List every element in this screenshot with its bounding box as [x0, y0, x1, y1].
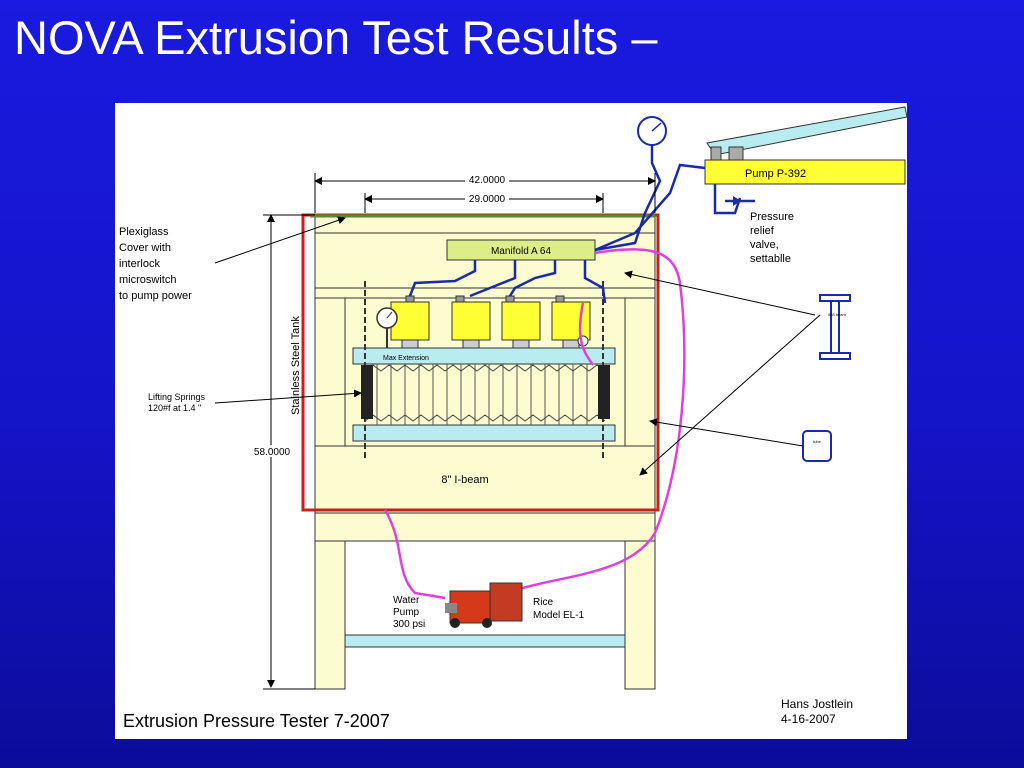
pump-p392 [704, 159, 906, 185]
frame-right-post [624, 297, 656, 447]
rice-model-label: Rice Model EL-1 [533, 597, 585, 621]
frame-base [314, 512, 656, 542]
pump-label: Pump P-392 [745, 168, 806, 180]
lower-beam [352, 424, 616, 442]
water-pump [445, 582, 523, 628]
right-spring [598, 365, 610, 419]
leader-lines [214, 216, 821, 476]
i-beam-section-icon [819, 294, 851, 360]
springs-label: Lifting Springs 120#f at 1.4 " [148, 392, 208, 413]
frame-left-post [314, 297, 346, 447]
dim-inner-width: 29.0000 [469, 194, 506, 205]
tank-label: Stainless Steel Tank [290, 316, 302, 415]
slide-title: NOVA Extrusion Test Results – [14, 11, 658, 64]
svg-text:tube: tube [813, 439, 822, 444]
bottom-shelf [344, 634, 626, 648]
i-beam [314, 445, 656, 514]
diagram-panel: Manifold A 64 Pump P-392 8x8 be [115, 103, 907, 739]
specimen-bars [376, 364, 588, 425]
diagram-caption: Extrusion Pressure Tester 7-2007 [123, 711, 390, 731]
manifold-label: Manifold A 64 [491, 246, 551, 257]
right-leg [624, 540, 656, 690]
top-plate [314, 287, 656, 299]
diagram-date: 4-16-2007 [781, 712, 836, 726]
svg-text:8x8 beam: 8x8 beam [828, 312, 846, 317]
author-name: Hans Jostlein [781, 697, 853, 711]
hydraulic-cylinders [390, 295, 591, 349]
dim-height: 58.0000 [254, 447, 291, 458]
left-leg [314, 540, 346, 690]
upper-beam [352, 347, 616, 365]
left-spring [361, 365, 373, 419]
plexiglass-label: Plexiglass Cover with interlock microswi… [119, 226, 192, 302]
extrusion-tester-diagram: Manifold A 64 Pump P-392 8x8 be [119, 106, 907, 731]
ibeam-label: 8" I-beam [441, 474, 488, 486]
square-tube-icon [802, 430, 832, 462]
blue-hoses [408, 145, 755, 304]
magenta-hoses [383, 248, 686, 605]
water-pump-label: Water Pump 300 psi [393, 595, 425, 630]
relief-valve-label: Pressure relief valve, settablle [750, 211, 797, 265]
dim-outer-width: 42.0000 [469, 175, 506, 186]
extension-label: Max Extension [383, 355, 429, 362]
